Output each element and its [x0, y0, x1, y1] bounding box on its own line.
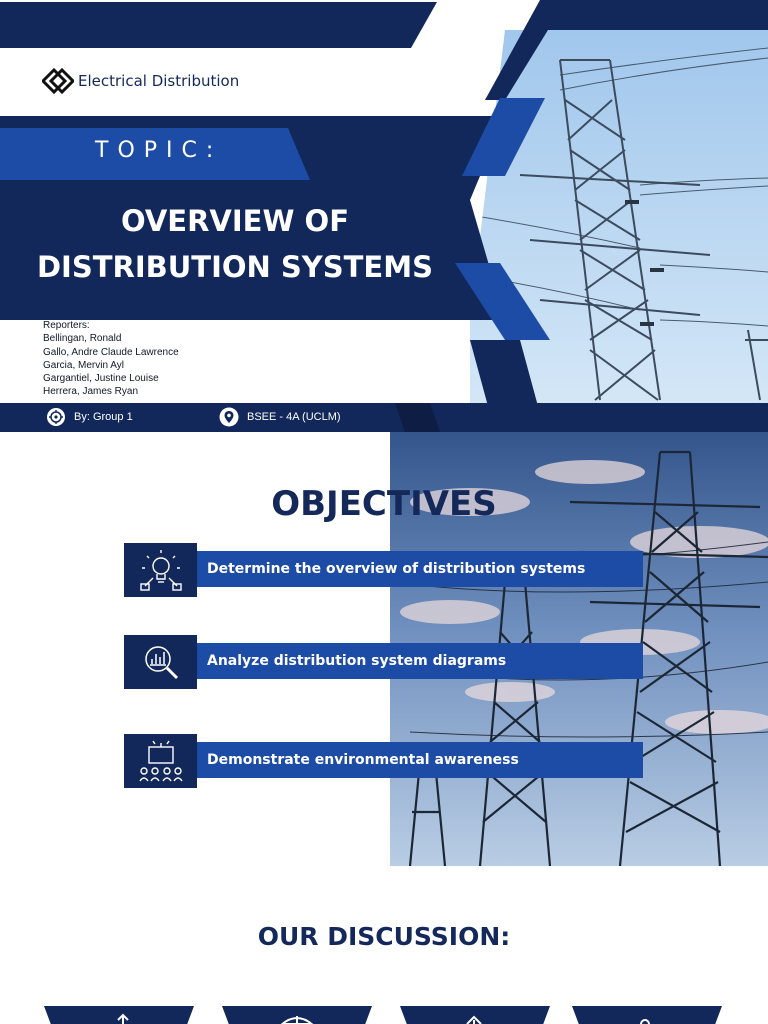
objective-icon-box — [124, 734, 197, 788]
group-icon — [47, 408, 65, 426]
reporter-name: Gargantiel, Justine Louise — [43, 373, 159, 385]
reporter-name: Garcia, Mervin Ayl — [43, 359, 124, 371]
reporter-name: Bellingan, Ronald — [43, 333, 122, 345]
discussion-card — [44, 1006, 194, 1024]
discussion-card — [400, 1006, 550, 1024]
arrow-up-icon — [117, 1013, 129, 1024]
lightbulb-icon — [139, 550, 182, 591]
location-pin-icon — [219, 407, 239, 427]
objective-text: Determine the overview of distribution s… — [197, 551, 643, 587]
discussion-slide: OUR DISCUSSION: — [0, 866, 768, 1024]
objective-icon-box — [124, 543, 197, 597]
group-info: By: Group 1 — [46, 407, 133, 427]
section-info: BSEE - 4A (UCLM) — [219, 407, 341, 427]
person-icon — [640, 1019, 650, 1024]
presentation-icon — [138, 740, 183, 782]
title-line-1: OVERVIEW OF — [120, 204, 350, 238]
objective-text: Analyze distribution system diagrams — [197, 643, 643, 679]
objectives-slide: OBJECTIVES Determine the overview of dis… — [0, 432, 768, 866]
reporter-name: Herrera, James Ryan — [43, 386, 139, 398]
brand-logo: Electrical Distribution — [42, 68, 239, 94]
discussion-card — [222, 1006, 372, 1024]
group-label: By: Group 1 — [74, 411, 133, 423]
presentation-title: OVERVIEW OF DISTRIBUTION SYSTEMS — [0, 198, 470, 290]
globe-icon — [280, 1016, 314, 1024]
diamond-logo-icon — [42, 68, 74, 94]
reporters-list: Reporters: Bellingan, Ronald Gallo, Andr… — [43, 319, 179, 399]
decorative-bands — [0, 0, 768, 432]
brand-name: Electrical Distribution — [78, 72, 240, 90]
objective-icon-box — [124, 635, 197, 689]
objective-text: Demonstrate environmental awareness — [197, 742, 643, 778]
discussion-card — [572, 1006, 722, 1024]
section-label: BSEE - 4A (UCLM) — [247, 411, 341, 423]
title-slide: Electrical Distribution TOPIC: OVERVIEW … — [0, 0, 768, 432]
objectives-title: OBJECTIVES — [271, 484, 497, 524]
topic-label: TOPIC: — [95, 138, 223, 163]
magnifier-chart-icon — [144, 646, 178, 680]
title-line-2: DISTRIBUTION SYSTEMS — [36, 250, 433, 284]
reporters-heading: Reporters: — [43, 320, 90, 331]
reporter-name: Gallo, Andre Claude Lawrence — [43, 346, 179, 358]
discussion-title: OUR DISCUSSION: — [257, 922, 511, 951]
upload-icon — [466, 1015, 482, 1024]
